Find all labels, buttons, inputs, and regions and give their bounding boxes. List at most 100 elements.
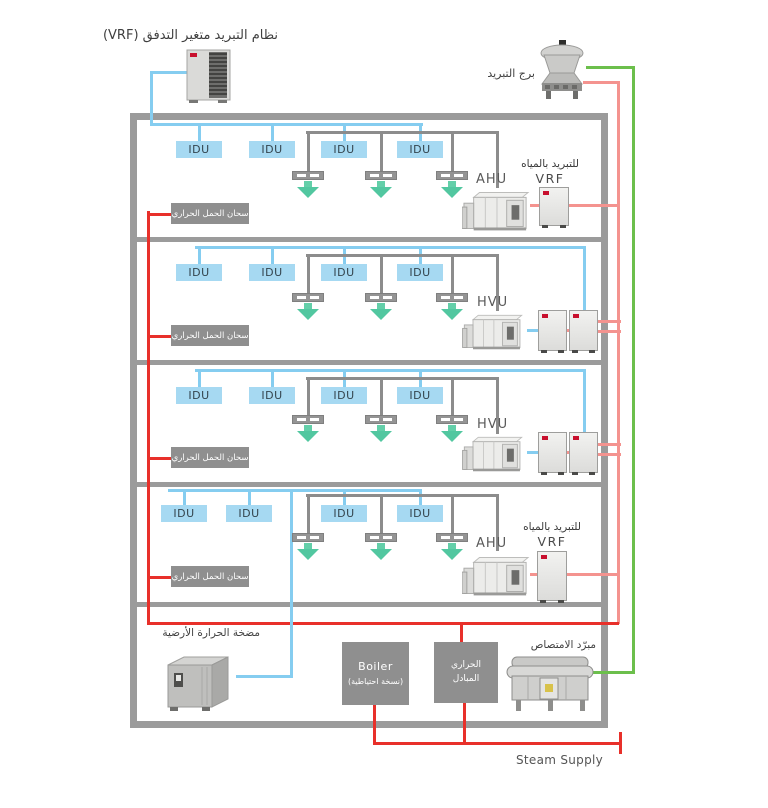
idu-unit: IDU <box>321 264 367 281</box>
ahu-image <box>462 557 530 596</box>
idu-unit: IDU <box>176 264 222 281</box>
tower-supply-pipe <box>586 66 635 69</box>
idu-unit: IDU <box>161 505 207 522</box>
idu-unit: IDU <box>321 505 367 522</box>
ahu-label: AHU <box>476 536 508 551</box>
duct-drop <box>307 377 310 415</box>
steam-supply-label: Steam Supply <box>516 753 604 767</box>
airflow-arrow-icon <box>297 303 319 320</box>
heat-load-link <box>147 213 171 216</box>
heat-load-label: سحان الحمل الحراري <box>171 566 249 587</box>
steam-supply-endcap <box>619 732 622 754</box>
heat-exchanger-feed <box>460 622 463 646</box>
absorption-chiller-label: مبرّد الامتصاص <box>530 639 596 651</box>
duct-drop <box>380 494 383 533</box>
condenser-branch <box>565 573 620 576</box>
duct-drop <box>451 377 454 415</box>
condenser-branch <box>596 453 621 456</box>
water-vrf-cabinet <box>537 551 567 603</box>
water-cooled-vrf-label: للتبريد بالمياه VRF <box>523 521 581 549</box>
vrf-outdoor-unit-image <box>186 49 231 103</box>
cooling-tower-image <box>540 40 584 99</box>
ground-heat-pump-label: مضخة الحرارة الأرضية <box>162 627 260 639</box>
condenser-branch <box>596 330 621 333</box>
idu-branch <box>271 246 274 264</box>
idu-unit: IDU <box>249 264 295 281</box>
boiler-box: Boiler (نسخة احتياطية) <box>342 642 409 705</box>
idu-branch <box>419 489 422 505</box>
heat-load-link <box>147 457 171 460</box>
duct-drop <box>307 494 310 533</box>
ground-loop-branch <box>236 675 293 678</box>
heat-exchanger-label: الحراري <box>451 660 481 670</box>
airflow-arrow-icon <box>370 543 392 560</box>
airflow-arrow-icon <box>370 425 392 442</box>
air-diffuser <box>365 533 397 542</box>
absorption-chiller-image <box>506 656 594 711</box>
ahu-image <box>462 192 530 231</box>
idu-branch <box>198 123 201 141</box>
air-diffuser <box>436 171 468 180</box>
cooling-tower-label: برج التبريد <box>487 67 535 80</box>
hvu-label: HVU <box>477 417 509 432</box>
ground-heat-pump-image <box>167 656 229 711</box>
water-cooled-vrf-label: للتبريد بالمياه VRF <box>521 158 579 186</box>
idu-unit: IDU <box>397 505 443 522</box>
condenser-branch <box>596 443 621 446</box>
steam-pipe <box>373 705 376 744</box>
idu-branch <box>271 123 274 141</box>
idu-unit: IDU <box>321 141 367 158</box>
heat-load-riser <box>147 211 150 624</box>
air-diffuser <box>292 415 324 424</box>
idu-unit: IDU <box>249 387 295 404</box>
water-vrf-cabinet <box>569 310 598 353</box>
airflow-arrow-icon <box>441 181 463 198</box>
idu-branch <box>248 489 251 505</box>
airflow-arrow-icon <box>441 425 463 442</box>
boiler-note: (نسخة احتياطية) <box>347 676 404 686</box>
duct-drop <box>307 131 310 171</box>
hvu-image <box>462 436 523 472</box>
air-diffuser <box>292 171 324 180</box>
supply-duct <box>306 494 498 497</box>
steam-supply-main <box>373 742 621 745</box>
refrigerant-main <box>150 123 423 126</box>
unit-link-pipe <box>530 204 539 207</box>
airflow-arrow-icon <box>297 181 319 198</box>
duct-drop <box>380 131 383 171</box>
duct-drop <box>451 254 454 293</box>
supply-duct <box>306 131 498 134</box>
refrigerant-main <box>195 246 586 249</box>
duct-drop <box>496 131 499 188</box>
supply-duct <box>306 254 498 257</box>
duct-drop <box>496 494 499 551</box>
tower-supply-branch <box>590 671 635 674</box>
duct-drop <box>380 254 383 293</box>
idu-unit: IDU <box>397 141 443 158</box>
airflow-arrow-icon <box>441 303 463 320</box>
duct-drop <box>451 494 454 533</box>
airflow-arrow-icon <box>297 543 319 560</box>
duct-drop <box>451 131 454 171</box>
air-diffuser <box>292 293 324 302</box>
refrigerant-main <box>168 489 421 492</box>
heat-load-link <box>147 335 171 338</box>
duct-drop <box>307 254 310 293</box>
refrigerant-drop <box>583 369 586 433</box>
idu-branch <box>183 489 186 505</box>
heat-load-label: سحان الحمل الحراري <box>171 447 249 468</box>
diagram-title: نظام التبريد متغير التدفق (VRF) <box>102 28 278 43</box>
water-vrf-cabinet <box>538 310 567 353</box>
tower-supply-riser <box>632 66 635 674</box>
air-diffuser <box>436 293 468 302</box>
airflow-arrow-icon <box>297 425 319 442</box>
refrigerant-main <box>195 369 586 372</box>
hvu-image <box>462 314 523 350</box>
heat-load-label: سحان الحمل الحراري <box>171 203 249 224</box>
floor-divider <box>137 602 601 607</box>
unit-link-pipe <box>527 329 538 332</box>
idu-unit: IDU <box>226 505 272 522</box>
heat-load-label: سحان الحمل الحراري <box>171 325 249 346</box>
idu-unit: IDU <box>397 387 443 404</box>
